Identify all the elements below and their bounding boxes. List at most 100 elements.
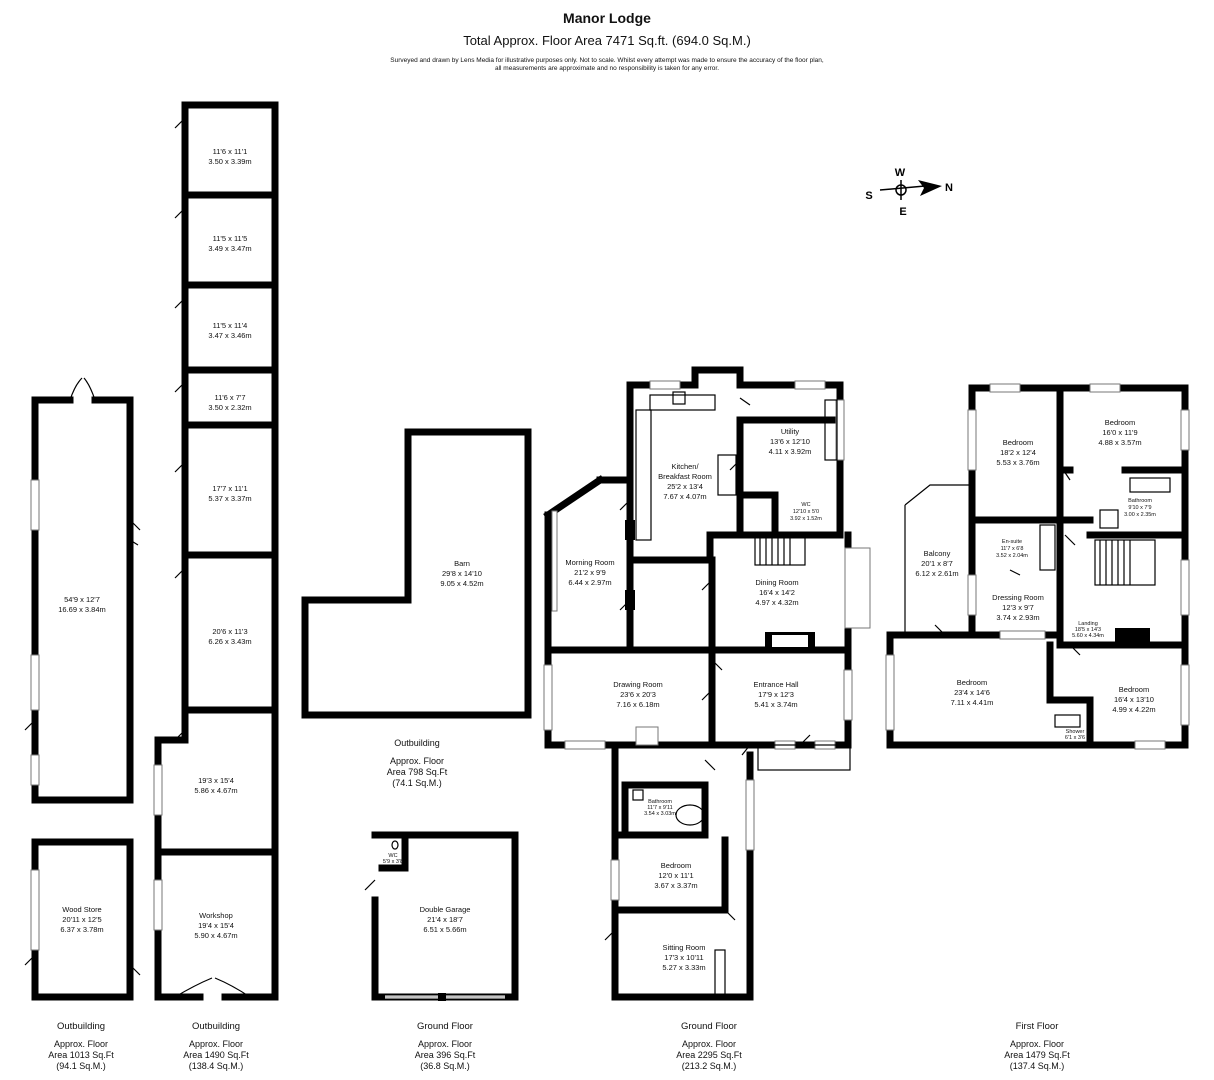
- landing-dims-imperial: 18'5 x 14'3: [1075, 627, 1101, 633]
- stable-2-dims-metric: 3.49 x 3.47m: [208, 244, 251, 253]
- outbuilding-barn-l2: Area 798 Sq.Ft: [386, 767, 448, 777]
- bathroom-ff-dims-metric: 3.00 x 2.35m: [1124, 512, 1156, 518]
- bedroom-ff-1-dims-imperial: 18'2 x 12'4: [1000, 448, 1036, 457]
- barn-label: Barn: [454, 559, 470, 568]
- wood-store-dims-metric: 6.37 x 3.78m: [60, 925, 103, 934]
- footer-heading-2: Outbuilding: [191, 1021, 241, 1032]
- barn-building: Barn 29'8 x 14'10 9.05 x 4.52m: [301, 428, 532, 719]
- footer-area-ground-floor: Ground Floor Approx. Floor Area 2295 Sq.…: [639, 1021, 779, 1072]
- total-area: Total Approx. Floor Area 7471 Sq.ft. (69…: [463, 33, 751, 48]
- landing-label: Landing: [1078, 621, 1098, 627]
- garage-dims-metric: 6.51 x 5.66m: [423, 925, 466, 934]
- utility-dims-metric: 4.11 x 3.92m: [769, 447, 812, 456]
- footer-heading-5: First Floor: [1015, 1021, 1059, 1032]
- outbuilding-barn-l3: (74.1 Sq.M.): [392, 778, 442, 788]
- workshop-dims-imperial: 19'4 x 15'4: [198, 921, 234, 930]
- barn-dims-metric: 9.05 x 4.52m: [440, 579, 483, 588]
- morning-room-dims-metric: 6.44 x 2.97m: [568, 578, 611, 587]
- stable-4-dims-imperial: 11'6 x 7'7: [214, 393, 245, 402]
- wood-store-dims-imperial: 20'11 x 12'5: [62, 915, 101, 924]
- compass-n: N: [945, 182, 953, 194]
- entrance-hall-label: Entrance Hall: [753, 680, 798, 689]
- workshop-label: Workshop: [199, 911, 233, 920]
- footer-l2-1: Area 1013 Sq.Ft: [48, 1050, 114, 1060]
- morning-room-label: Morning Room: [565, 558, 614, 567]
- footer-l2-3: Area 396 Sq.Ft: [414, 1050, 476, 1060]
- bedroom-gf-dims-metric: 3.67 x 3.37m: [654, 881, 697, 890]
- wc-dims-metric: 3.92 x 1.52m: [790, 516, 822, 522]
- drawing-room-dims-imperial: 23'6 x 20'3: [620, 690, 656, 699]
- garage-wc-dims: 5'9 x 3'8: [383, 859, 403, 865]
- morning-room-dims-imperial: 21'2 x 9'9: [574, 568, 606, 577]
- outbuilding-barn-heading: Outbuilding: [394, 738, 440, 748]
- drawing-room-dims-metric: 7.16 x 6.18m: [616, 700, 659, 709]
- dressing-room-dims-imperial: 12'3 x 9'7: [1002, 603, 1034, 612]
- outbuilding-barn-l1: Approx. Floor: [389, 756, 445, 766]
- disclaimer-line-2: all measurements are approximate and no …: [495, 65, 719, 72]
- kitchen-label-2: Breakfast Room: [658, 472, 712, 481]
- outbuilding-barn-area: Outbuilding Approx. Floor Area 798 Sq.Ft…: [357, 738, 477, 789]
- garage-building: WC 5'9 x 3'8 Double Garage 21'4 x 18'7 6…: [364, 831, 519, 1001]
- footer-l3-5: (137.4 Sq.M.): [1009, 1061, 1065, 1071]
- bedroom-ff-4-label: Bedroom: [1119, 685, 1149, 694]
- barn-dims-imperial: 29'8 x 14'10: [442, 569, 482, 578]
- north-arrow-icon: [918, 180, 942, 196]
- stable-7-dims-imperial: 19'3 x 15'4: [198, 776, 234, 785]
- stable-6-dims-metric: 6.26 x 3.43m: [208, 637, 251, 646]
- footer-l2-4: Area 2295 Sq.Ft: [676, 1050, 742, 1060]
- footer-l2-5: Area 1479 Sq.Ft: [1004, 1050, 1070, 1060]
- bathroom-gf-dims-imperial: 11'7 x 9'11: [647, 805, 672, 811]
- garage-dims-imperial: 21'4 x 18'7: [427, 915, 463, 924]
- plan-title: Manor Lodge: [563, 10, 651, 26]
- sitting-room-dims-metric: 5.27 x 3.33m: [662, 963, 705, 972]
- footer-l3-1: (94.1 Sq.M.): [56, 1061, 106, 1071]
- bedroom-ff-3-dims-metric: 7.11 x 4.41m: [951, 698, 994, 707]
- wood-store-building: Wood Store 20'11 x 12'5 6.37 x 3.78m: [24, 838, 141, 1001]
- footer-heading-4: Ground Floor: [681, 1021, 737, 1032]
- stable-4-dims-metric: 3.50 x 2.32m: [208, 403, 251, 412]
- dining-room-dims-metric: 4.97 x 4.32m: [755, 598, 798, 607]
- long-store-dims-metric: 16.69 x 3.84m: [58, 605, 106, 614]
- utility-dims-imperial: 13'6 x 12'10: [770, 437, 810, 446]
- long-store-building: 54'9 x 12'7 16.69 x 3.84m: [24, 377, 141, 804]
- stable-5-dims-imperial: 17'7 x 11'1: [212, 484, 247, 493]
- footer-l2-2: Area 1490 Sq.Ft: [183, 1050, 249, 1060]
- garage-label: Double Garage: [420, 905, 471, 914]
- footer-area-first-floor: First Floor Approx. Floor Area 1479 Sq.F…: [967, 1021, 1107, 1072]
- landing-dims-metric: 5.60 x 4.34m: [1072, 633, 1104, 639]
- shower-label: Shower: [1066, 729, 1085, 735]
- footer-area-outbuilding-2: Outbuilding Approx. Floor Area 1490 Sq.F…: [146, 1021, 286, 1072]
- bathroom-ff-label: Bathroom: [1128, 498, 1152, 504]
- stable-7-dims-metric: 5.86 x 4.67m: [194, 786, 237, 795]
- footer-l1-2: Approx. Floor: [188, 1039, 244, 1049]
- sitting-room-label: Sitting Room: [663, 943, 706, 952]
- sitting-room-dims-imperial: 17'3 x 10'11: [664, 953, 703, 962]
- balcony-label: Balcony: [924, 549, 951, 558]
- bedroom-ff-2-dims-metric: 4.88 x 3.57m: [1098, 438, 1141, 447]
- bedroom-ff-4-dims-imperial: 16'4 x 13'10: [1114, 695, 1154, 704]
- bedroom-ff-3-dims-imperial: 23'4 x 14'6: [954, 688, 990, 697]
- bedroom-gf-dims-imperial: 12'0 x 11'1: [658, 871, 693, 880]
- footer-l1-3: Approx. Floor: [417, 1039, 473, 1049]
- kitchen-label-1: Kitchen/: [671, 462, 699, 471]
- wc-dims-imperial: 12'10 x 5'0: [793, 509, 819, 515]
- drawing-room-label: Drawing Room: [613, 680, 663, 689]
- bedroom-ff-4-dims-metric: 4.99 x 4.22m: [1112, 705, 1155, 714]
- footer-heading-1: Outbuilding: [56, 1021, 106, 1032]
- first-floor: Bedroom 18'2 x 12'4 5.53 x 3.76m Bedroom…: [885, 383, 1190, 750]
- stable-6-dims-imperial: 20'6 x 11'3: [212, 627, 247, 636]
- ground-floor-annex: Bathroom 11'7 x 9'11 3.54 x 3.03m Bedroo…: [604, 741, 755, 1001]
- utility-label: Utility: [781, 427, 800, 436]
- stables-building: 11'6 x 11'1 3.50 x 3.39m 11'5 x 11'5 3.4…: [153, 101, 279, 1001]
- entrance-hall-dims-metric: 5.41 x 3.74m: [754, 700, 797, 709]
- bathroom-gf-label: Bathroom: [648, 799, 672, 805]
- bedroom-ff-2-label: Bedroom: [1105, 418, 1135, 427]
- bedroom-gf-label: Bedroom: [661, 861, 691, 870]
- stable-3-dims-imperial: 11'5 x 11'4: [213, 321, 248, 330]
- stable-5-dims-metric: 5.37 x 3.37m: [208, 494, 251, 503]
- stable-3-dims-metric: 3.47 x 3.46m: [208, 331, 251, 340]
- balcony-dims-imperial: 20'1 x 8'7: [921, 559, 953, 568]
- footer-l1-1: Approx. Floor: [53, 1039, 109, 1049]
- footer-l3-3: (36.8 Sq.M.): [420, 1061, 470, 1071]
